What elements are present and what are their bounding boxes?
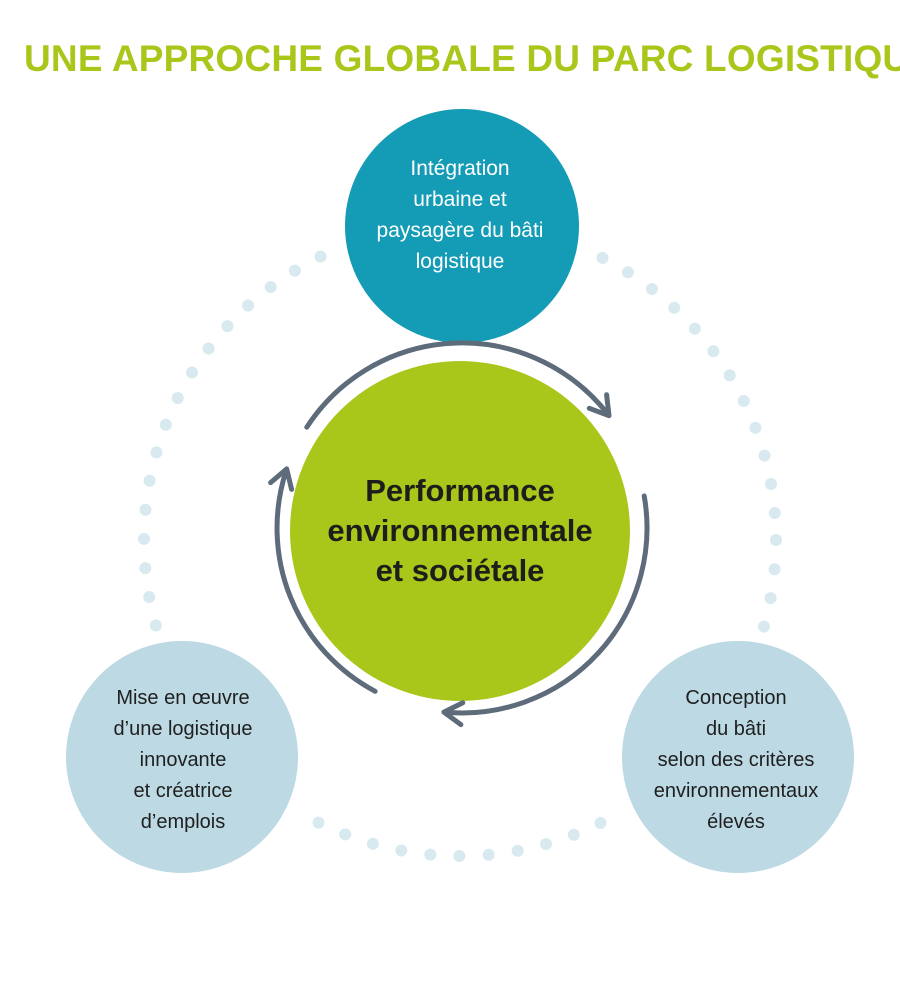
page-title: UNE APPROCHE GLOBALE DU PARC LOGISTIQUE (24, 38, 900, 79)
ring-dot (288, 264, 301, 277)
ring-dot (768, 563, 781, 576)
ring-dot (758, 449, 771, 462)
ring-dot (749, 421, 762, 434)
ring-dot (159, 418, 172, 431)
ring-dot (312, 816, 325, 829)
ring-dot (757, 620, 770, 633)
right-circle (622, 641, 854, 873)
ring-dot (668, 301, 681, 314)
arrow-left-arc (274, 468, 378, 694)
ring-dot (723, 369, 736, 382)
ring-dot (138, 532, 150, 545)
ring-dot (482, 848, 495, 861)
ring-dot (540, 838, 552, 851)
ring-dot (645, 283, 658, 295)
ring-dot (688, 322, 701, 335)
ring-dot (707, 345, 720, 358)
cycle-arrows (268, 340, 650, 728)
ring-dot (764, 592, 777, 605)
ring-dot (768, 507, 781, 519)
ring-dot (221, 320, 234, 333)
ring-dot (139, 503, 152, 516)
ring-dot (366, 837, 379, 850)
ring-dot (150, 446, 163, 459)
ring-dot (737, 395, 750, 407)
ring-dot (567, 828, 580, 841)
arrow-top-arrowhead (586, 392, 612, 419)
arrow-top-arc (304, 340, 611, 430)
arrow-bottom-right-arc (443, 493, 650, 716)
ring-dot (770, 534, 782, 546)
ring-dot (186, 366, 198, 379)
ring-dot (621, 266, 634, 279)
left-node-label: Mise en œuvre d’une logistique innovante… (113, 686, 253, 833)
ring-dot (395, 844, 408, 857)
ring-dot (143, 591, 156, 603)
ring-dot (242, 299, 255, 312)
ring-dot (202, 342, 215, 355)
ring-dot (424, 848, 437, 861)
top-node-label: Intégration urbaine et paysagère du bâti… (376, 157, 544, 273)
dotted-ring (138, 250, 782, 862)
center-node-label: Performance environnementale et sociétal… (327, 473, 593, 588)
arrow-left-arrowhead (268, 466, 295, 492)
ring-dot (264, 281, 277, 293)
left-circle (66, 641, 298, 873)
ring-dot (143, 474, 156, 487)
ring-dot (511, 844, 524, 857)
center-circle (290, 361, 630, 701)
top-circle (345, 109, 579, 343)
ring-dot (596, 251, 609, 264)
arrow-bottom-right-arrowhead (441, 700, 466, 728)
ring-dot (314, 250, 327, 263)
ring-dot (339, 828, 352, 841)
ring-dot (594, 817, 607, 829)
ring-dot (171, 392, 184, 404)
right-node-label: Conception du bâti selon des critères en… (653, 686, 819, 833)
ring-dot (149, 619, 162, 632)
ring-dot (453, 850, 466, 862)
ring-dot (139, 562, 152, 575)
ring-dot (765, 478, 777, 490)
